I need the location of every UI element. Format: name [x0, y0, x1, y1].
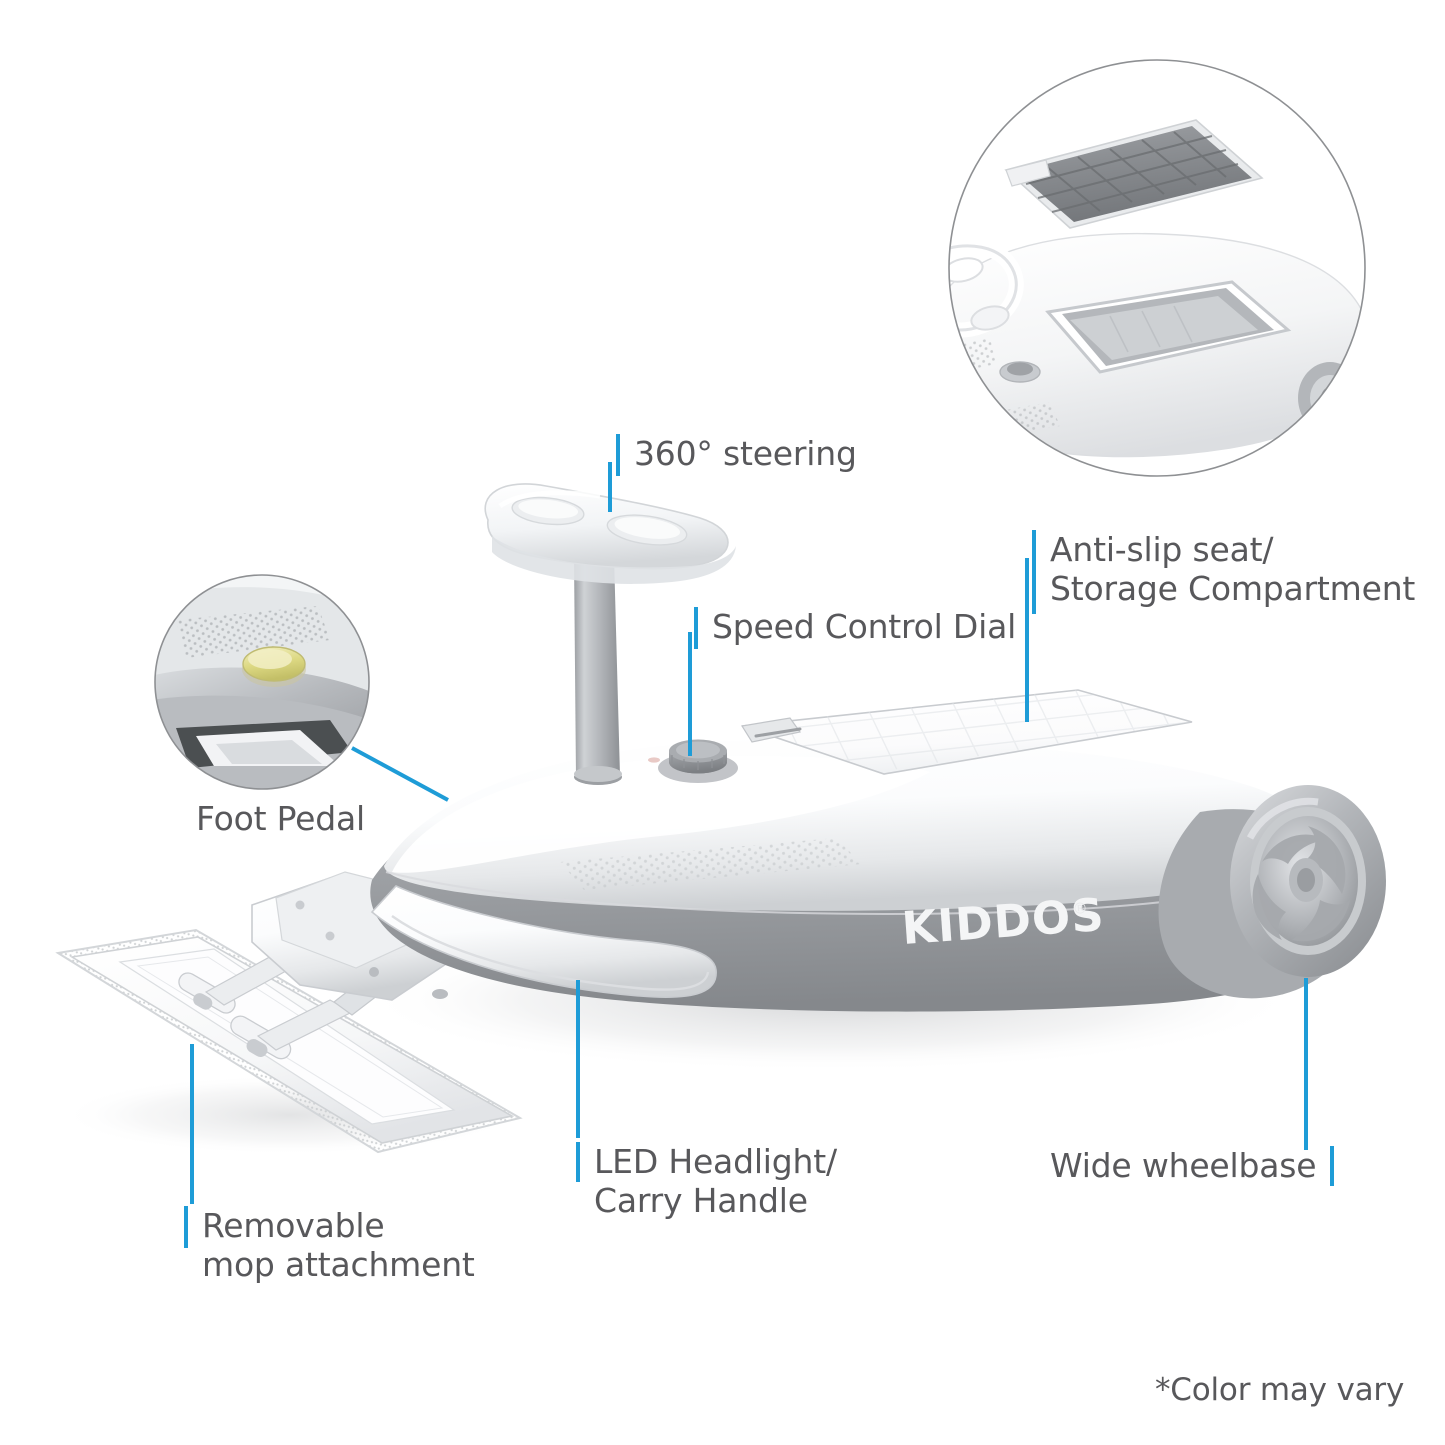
- callout-label-led-headlight: LED Headlight/ Carry Handle: [594, 1142, 837, 1220]
- storage-compartment-inset: [948, 59, 1366, 477]
- inset-circle-outline: [948, 59, 1366, 477]
- callout-anti-slip-seat: Anti-slip seat/ Storage Compartment: [1032, 530, 1415, 614]
- front-carry-handle: [370, 885, 717, 999]
- wheel-swirl-spokes: [1252, 826, 1350, 942]
- inset-seat-lid: [1004, 119, 1264, 229]
- pedal-button[interactable]: [242, 646, 306, 687]
- callout-wide-wheelbase: Wide wheelbase: [1050, 1146, 1335, 1186]
- brand-trademark-mark: ®: [1072, 899, 1088, 918]
- steering-handle: [484, 483, 736, 584]
- foot-pedal-inset: [154, 574, 370, 790]
- speed-control-dial: [648, 739, 738, 783]
- callout-label-wide-wheelbase: Wide wheelbase: [1050, 1146, 1317, 1185]
- callout-accent-bar: [694, 607, 698, 649]
- color-disclaimer: *Color may vary: [1155, 1372, 1405, 1408]
- foot-pedal-inset-outline: [154, 574, 370, 790]
- callout-label-speed-control-dial: Speed Control Dial: [712, 607, 1017, 646]
- rear-wheel: [1230, 785, 1386, 977]
- callout-label-360-steering: 360° steering: [634, 434, 857, 473]
- callout-foot-pedal: Foot Pedal: [196, 799, 365, 839]
- callout-led-headlight: LED Headlight/ Carry Handle: [576, 1142, 837, 1220]
- callout-accent-bar: [616, 434, 620, 476]
- callout-label-anti-slip-seat: Anti-slip seat/ Storage Compartment: [1050, 530, 1416, 608]
- callout-removable-mop: Removable mop attachment: [184, 1206, 475, 1284]
- callout-accent-bar: [184, 1206, 188, 1248]
- callout-accent-bar: [1330, 1146, 1335, 1186]
- callout-accent-bar: [1032, 530, 1036, 614]
- steering-column: [574, 549, 622, 785]
- front-antislip-texture: [560, 838, 862, 890]
- callout-accent-bar: [576, 1142, 580, 1182]
- callout-label-foot-pedal: Foot Pedal: [196, 799, 365, 838]
- power-indicator-light: [648, 757, 660, 763]
- callout-label-removable-mop: Removable mop attachment: [202, 1206, 475, 1284]
- inset-rear-wheel: [1298, 362, 1362, 434]
- callout-speed-control-dial: Speed Control Dial: [694, 607, 1016, 649]
- callout-360-steering: 360° steering: [616, 434, 857, 476]
- led-headlight-lens: [432, 989, 448, 999]
- inset-carry-handle: [949, 238, 1024, 338]
